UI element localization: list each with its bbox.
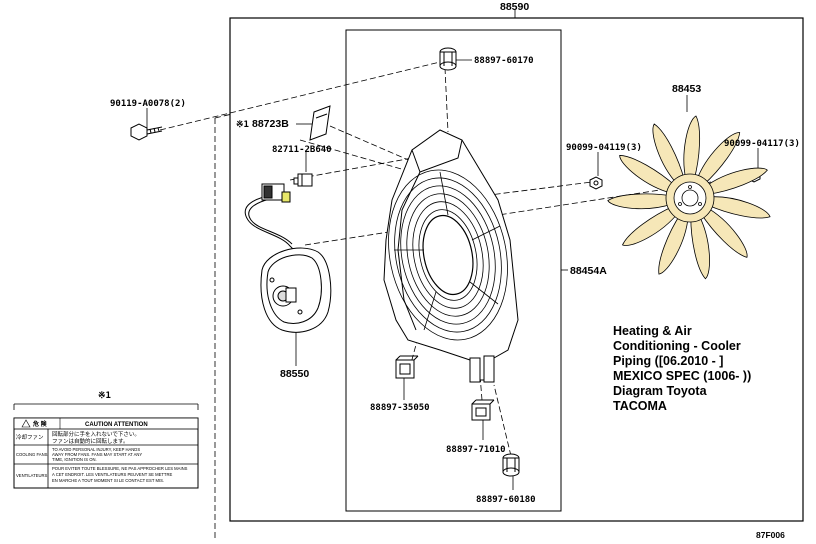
label-shroud: 88454A — [570, 265, 607, 277]
caution-box: ※1 危 険 CAUTION ATTENTION 冷却ファン 回転部分に手を入れ… — [13, 391, 199, 489]
label-grommet-top: 88897-60170 — [474, 56, 534, 66]
caution-header-left: 危 険 — [32, 420, 48, 428]
fan-blade-icon — [607, 115, 771, 280]
shroud-legs — [469, 355, 495, 383]
caution-box-title: ※1 — [98, 391, 111, 401]
caution-row3-text3: EN MARCHE A TOUT MOMENT SI LE CONTACT ES… — [52, 478, 164, 483]
caution-row2-text2: AWAY FROM FANS. FANS MAY START AT ANY — [52, 452, 142, 457]
caution-row2-text1: TO AVOID PERSONAL INJURY, KEEP HANDS — [52, 447, 140, 452]
caution-row2-label: COOLING FANS — [16, 452, 48, 457]
caution-row2-text3: TIME, IGNITION IS ON. — [52, 457, 97, 462]
grommet-bottom-icon — [502, 453, 520, 477]
shroud-frame — [345, 29, 562, 512]
label-grommet-low: 88897-71010 — [446, 445, 506, 455]
shroud-spokes — [394, 171, 501, 331]
grommet-top-icon — [439, 47, 457, 71]
assembly-frame — [229, 17, 804, 522]
label-motor: 88550 — [280, 368, 309, 380]
caution-label-sticker-icon — [309, 105, 331, 141]
diagram-caption: Heating & Air Conditioning - Cooler Pipi… — [613, 324, 793, 414]
caption-line-5: Diagram Toyota — [613, 384, 707, 398]
label-caution-sticker: 88723B — [252, 118, 289, 130]
caption-line-1: Heating & Air — [613, 324, 692, 338]
caution-row3-text1: POUR EVITER TOUTE BLESSURE, NE PAS APPRO… — [52, 466, 188, 471]
grommet-low-icon — [471, 399, 495, 421]
fan-shroud-icon — [383, 129, 519, 381]
caution-row1-text2: ファンは自動的に回転します。 — [52, 437, 128, 445]
caution-row3-text2: A CET ENDROIT. LES VENTILATEURS PEUVENT … — [52, 472, 173, 477]
label-fan-blade: 88453 — [672, 83, 701, 95]
bolt-left-icon — [130, 123, 163, 141]
caution-header-main: CAUTION ATTENTION — [85, 422, 148, 428]
bolt-mid-icon — [589, 176, 603, 190]
grommet-mid-icon — [395, 355, 419, 379]
label-bolt-left: 90119-A0078(2) — [110, 99, 186, 109]
caption-line-3: Piping ([06.2010 - ] — [613, 354, 724, 368]
fan-motor-icon — [260, 247, 332, 333]
caption-line-4: MEXICO SPEC (1006- )) — [613, 369, 752, 383]
clamp-icon — [293, 173, 313, 187]
caution-row1-text1: 回転部分に手を入れないで下さい。 — [52, 430, 140, 438]
label-clamp: 82711-2B640 — [272, 145, 332, 155]
label-grommet-bottom: 88897-60180 — [476, 495, 536, 505]
caution-row1-label: 冷却ファン — [16, 433, 44, 441]
shroud-grille — [388, 169, 508, 341]
caption-line-2: Conditioning - Cooler — [613, 339, 741, 353]
label-bolt-right: 90099-04117(3) — [724, 139, 800, 149]
label-assembly: 88590 — [500, 1, 529, 13]
caution-row3-label: VENTILATEURS — [16, 473, 48, 478]
figure-code: 87F006 — [756, 530, 785, 540]
label-bolt-mid: 90099-04119(3) — [566, 143, 642, 153]
connector-icon — [261, 183, 291, 203]
caption-line-6: TACOMA — [613, 399, 667, 413]
label-grommet-mid: 88897-35050 — [370, 403, 430, 413]
label-caution-mark: ※1 — [236, 120, 249, 130]
